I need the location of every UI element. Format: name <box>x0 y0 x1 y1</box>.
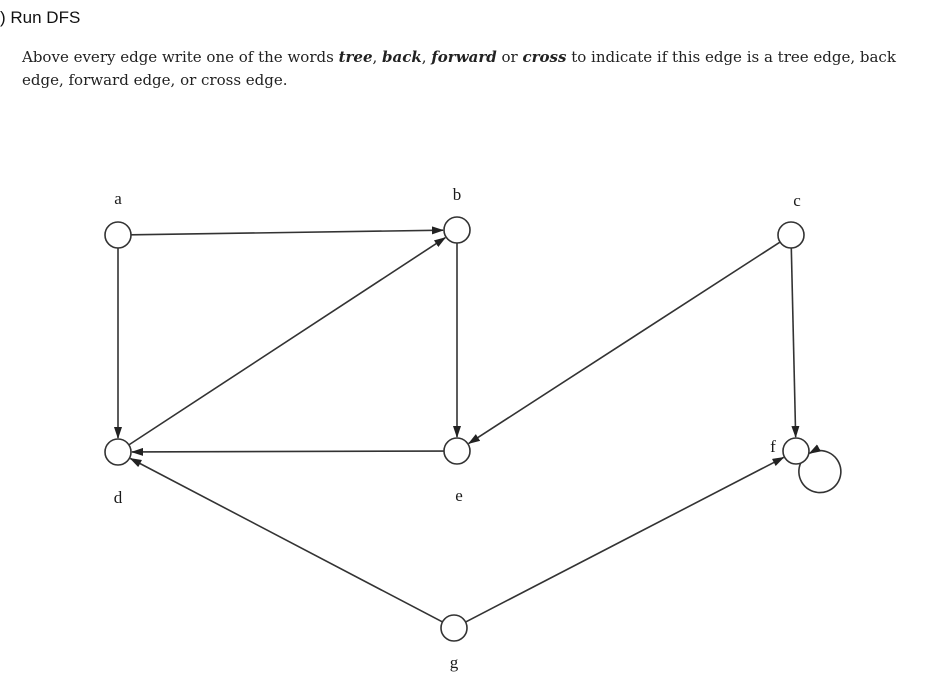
edge-c-e <box>467 241 781 445</box>
node-label-b: b <box>453 185 462 204</box>
node-label-g: g <box>450 653 459 672</box>
node-d <box>104 438 132 466</box>
edges-layer <box>114 226 842 623</box>
node-c <box>777 221 805 249</box>
node-label-e: e <box>455 486 463 505</box>
edge-e-d <box>130 447 445 456</box>
word-tree: tree <box>338 48 373 66</box>
edge-c-f <box>790 247 800 439</box>
node-g <box>440 614 468 642</box>
node-a <box>104 221 132 249</box>
edge-g-d <box>129 457 443 623</box>
node-f <box>782 437 810 465</box>
node-label-a: a <box>114 189 122 208</box>
prompt-intro: Above every edge write one of the words <box>22 48 334 66</box>
node-label-c: c <box>793 191 801 210</box>
labels-layer: a b c d e f g <box>114 185 801 672</box>
question-prompt: Above every edge write one of the words … <box>22 48 896 89</box>
prompt-outro: to indicate if this edge is a tree edge,… <box>22 48 896 89</box>
nodes-layer <box>104 216 810 642</box>
node-e <box>443 437 471 465</box>
word-forward: forward <box>431 48 497 66</box>
node-label-f: f <box>770 437 776 456</box>
word-or: or <box>501 48 518 66</box>
node-label-d: d <box>114 488 123 507</box>
edge-a-b <box>130 226 445 236</box>
edge-d-b <box>128 237 447 446</box>
word-cross: cross <box>522 48 567 66</box>
question-heading: ) Run DFS <box>0 8 81 27</box>
node-b <box>443 216 471 244</box>
edge-f-f <box>798 444 842 494</box>
word-back: back <box>382 48 422 66</box>
edge-g-f <box>465 456 785 623</box>
